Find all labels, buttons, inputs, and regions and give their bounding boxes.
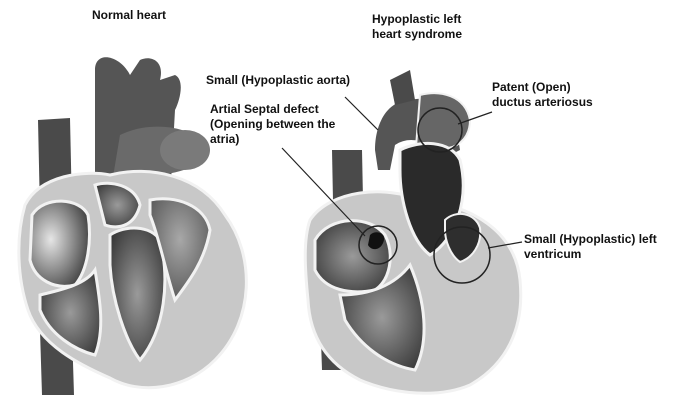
aorta-pointer [344,96,379,131]
hlhs-title-line1: Hypoplastic left [372,12,462,26]
right-atrium [28,199,91,288]
normal-heart-title-text: Normal heart [92,8,167,22]
left-atrium [93,181,142,229]
lv-annotation-line2: ventricum [524,247,582,261]
hlhs-title: Hypoplastic left heart syndrome [372,12,462,42]
right-ventricle [38,266,103,357]
lv-annotation-line1: Small (Hypoplastic) left [524,232,657,246]
aorta-annotation: Small (Hypoplastic aorta) [206,73,350,88]
septal-opening [368,232,385,250]
asd-annotation-line1: Artial Septal defect [210,102,319,116]
pulmonary-trunk [390,70,415,105]
pda-annotation-line1: Patent (Open) [492,80,571,94]
hlhs-title-line2: heart syndrome [372,27,463,41]
asd-pointer [281,147,366,237]
asd-highlight-circle [358,225,398,265]
aorta-annotation-text: Small (Hypoplastic aorta) [206,73,351,87]
hlhs-heart [303,70,523,395]
pda-pointer [457,111,493,125]
lv-annotation: Small (Hypoplastic) left ventricum [524,232,657,262]
hypoplastic-left-ventricle [444,212,482,264]
left-ventricle [108,226,167,363]
lv-highlight-circle [433,226,491,284]
normal-heart-title: Normal heart [92,8,166,23]
pda-annotation-line2: ductus arteriosus [492,95,593,109]
lv-pointer [487,241,523,249]
enlarged-right-atrium [313,219,392,294]
asd-annotation: Artial Septal defect (Opening between th… [210,102,335,147]
asd-annotation-line3: atria) [210,132,240,146]
enlarged-right-ventricle [338,262,426,372]
asd-annotation-line2: (Opening between the [210,117,336,131]
pointer-lines [281,96,523,249]
pda-highlight-circle [417,107,463,153]
normal-heart [17,57,248,395]
pda-annotation: Patent (Open) ductus arteriosus [492,80,593,110]
aortic-chamber [148,197,212,304]
